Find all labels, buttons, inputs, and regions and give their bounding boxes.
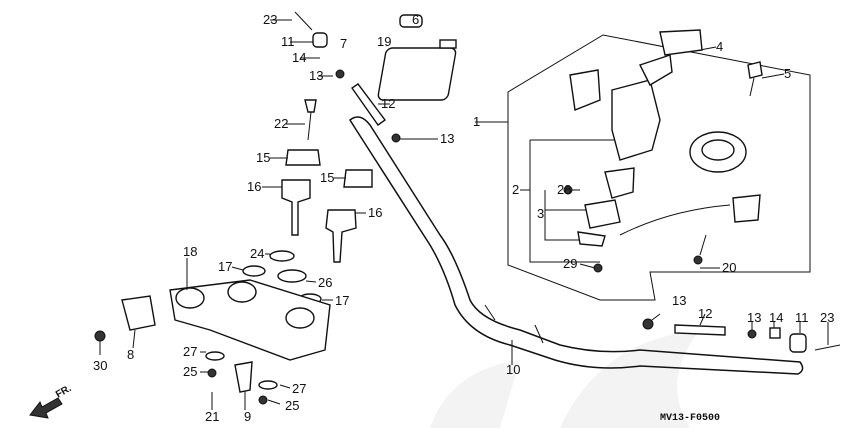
callout-11: 11 — [795, 310, 809, 325]
callout-12: 12 — [381, 96, 395, 111]
callout-18: 18 — [183, 244, 197, 259]
callout-21: 21 — [205, 409, 219, 424]
callout-15: 15 — [320, 170, 334, 185]
callout-6: 6 — [412, 12, 419, 27]
front-direction-arrow: FR. — [29, 383, 74, 419]
direction-label: FR. — [54, 383, 74, 401]
callout-17: 17 — [218, 259, 232, 274]
callout-10: 10 — [506, 362, 520, 377]
callout-14: 14 — [769, 310, 783, 325]
callout-9: 9 — [244, 409, 251, 424]
callout-19: 19 — [377, 34, 391, 49]
callout-16: 16 — [247, 179, 261, 194]
callout-25: 25 — [183, 364, 197, 379]
handlebar — [349, 116, 804, 375]
callout-29: 29 — [563, 256, 577, 271]
parts — [94, 11, 841, 410]
callout-27: 27 — [292, 381, 306, 396]
callout-5: 5 — [784, 66, 791, 81]
callout-13: 13 — [440, 131, 454, 146]
callout-26: 26 — [318, 275, 332, 290]
callout-11: 11 — [281, 34, 295, 49]
callout-3: 3 — [537, 206, 544, 221]
callout-16: 16 — [368, 205, 382, 220]
callout-27: 27 — [183, 344, 197, 359]
callout-22: 22 — [274, 116, 288, 131]
callout-4: 4 — [716, 39, 723, 54]
callout-12: 12 — [698, 306, 712, 321]
callout-20: 20 — [722, 260, 736, 275]
callout-25: 25 — [285, 398, 299, 413]
callout-13: 13 — [309, 68, 323, 83]
callout-7: 7 — [340, 36, 347, 51]
callout-15: 15 — [256, 150, 270, 165]
callout-28: 28 — [557, 182, 571, 197]
drawing-code: MV13-F0500 — [660, 413, 720, 424]
callout-2: 2 — [512, 182, 519, 197]
callout-17: 17 — [335, 293, 349, 308]
watermark — [430, 330, 700, 428]
callout-23: 23 — [263, 12, 277, 27]
callout-13: 13 — [672, 293, 686, 308]
callout-14: 14 — [292, 50, 306, 65]
callout-13: 13 — [747, 310, 761, 325]
callout-30: 30 — [93, 358, 107, 373]
callout-24: 24 — [250, 246, 264, 261]
callout-23: 23 — [820, 310, 834, 325]
callout-8: 8 — [127, 347, 134, 362]
callout-1: 1 — [473, 114, 480, 129]
